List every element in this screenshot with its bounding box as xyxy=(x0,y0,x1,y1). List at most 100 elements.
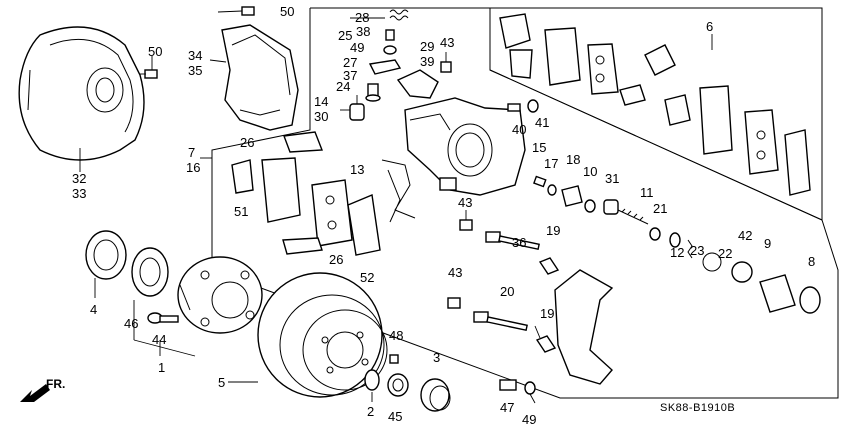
callout-1: 1 xyxy=(158,360,165,375)
callout-51: 51 xyxy=(234,204,248,219)
callout-8: 8 xyxy=(808,254,815,269)
bolt-43-top xyxy=(440,52,452,73)
callout-3: 3 xyxy=(433,350,440,365)
caliper-body xyxy=(404,97,526,196)
callout-31: 31 xyxy=(605,171,619,186)
callout-35: 35 xyxy=(188,63,202,78)
bolt-47-49 xyxy=(499,379,536,395)
diagram-code: SK88-B1910B xyxy=(660,402,735,414)
brake-pads xyxy=(231,131,381,256)
parking-mechanism-parts xyxy=(533,175,821,314)
bolt-43-low xyxy=(447,297,461,309)
callout-20: 20 xyxy=(500,284,514,299)
callout-41: 41 xyxy=(535,115,549,130)
direction-label: FR. xyxy=(46,377,65,391)
callout-17: 17 xyxy=(544,156,558,171)
clip-13 xyxy=(381,159,416,223)
callout-42: 42 xyxy=(738,228,752,243)
callout-19-lower: 19 xyxy=(540,306,554,321)
callout-25: 25 xyxy=(338,28,352,43)
callout-26-bottom: 26 xyxy=(329,252,343,267)
callout-33: 33 xyxy=(72,186,86,201)
bolt-43-mid xyxy=(459,210,473,231)
callout-48: 48 xyxy=(389,328,403,343)
spring-28 xyxy=(389,9,409,21)
callout-10: 10 xyxy=(583,164,597,179)
callout-43-low: 43 xyxy=(448,265,462,280)
backing-plate xyxy=(18,26,145,161)
callout-7: 7 xyxy=(188,145,195,160)
brake-disc-5 xyxy=(257,272,388,398)
callout-45: 45 xyxy=(388,409,402,424)
hub-bolt-44 xyxy=(147,312,179,324)
bleeder-40-41 xyxy=(507,99,539,113)
callout-22: 22 xyxy=(718,246,732,261)
pin-24-37 xyxy=(365,83,381,102)
cap-3 xyxy=(420,378,451,412)
leader-lines xyxy=(79,17,713,404)
callout-47: 47 xyxy=(500,400,514,415)
slide-pin-36 xyxy=(485,231,540,251)
callout-29: 29 xyxy=(420,39,434,54)
callout-46: 46 xyxy=(124,316,138,331)
callout-9: 9 xyxy=(764,236,771,251)
callout-38: 38 xyxy=(356,24,370,39)
callout-49-bottom: 49 xyxy=(522,412,536,427)
callout-16: 16 xyxy=(186,160,200,175)
callout-50-top: 50 xyxy=(280,4,294,19)
callout-24: 24 xyxy=(336,79,350,94)
bearing-46 xyxy=(131,247,169,297)
wheel-hub-1 xyxy=(177,256,263,334)
caliper-group-box xyxy=(211,7,839,399)
bolt-50-left xyxy=(140,69,158,79)
callout-40: 40 xyxy=(512,122,526,137)
bolt-50-top xyxy=(217,6,255,16)
front-direction-arrow xyxy=(20,384,50,402)
boot-19-lower xyxy=(535,335,557,353)
screw-48 xyxy=(389,354,399,364)
callout-50-left: 50 xyxy=(148,44,162,59)
callout-12: 12 xyxy=(670,245,684,260)
callout-18: 18 xyxy=(566,152,580,167)
caliper-bracket xyxy=(554,269,614,385)
oil-seal-4 xyxy=(85,230,127,280)
callout-44: 44 xyxy=(152,332,166,347)
nut-45 xyxy=(387,373,409,397)
piston-14-30 xyxy=(349,95,365,121)
boot-19-upper xyxy=(538,257,560,275)
splash-guard xyxy=(221,24,299,131)
callout-32: 32 xyxy=(72,171,86,186)
callout-15: 15 xyxy=(532,140,546,155)
callout-52: 52 xyxy=(360,270,374,285)
callout-26-top: 26 xyxy=(240,135,254,150)
slide-pin-20 xyxy=(473,311,528,332)
callout-2: 2 xyxy=(367,404,374,419)
callout-5: 5 xyxy=(218,375,225,390)
callout-43-top: 43 xyxy=(440,35,454,50)
callout-39: 39 xyxy=(420,54,434,69)
pad-kit-items xyxy=(499,13,811,196)
callout-21: 21 xyxy=(653,201,667,216)
washer-49 xyxy=(383,45,397,55)
callout-14: 14 xyxy=(314,94,328,109)
callout-34: 34 xyxy=(188,48,202,63)
callout-4: 4 xyxy=(90,302,97,317)
callout-28: 28 xyxy=(355,10,369,25)
callout-37: 37 xyxy=(343,68,357,83)
callout-19-upper: 19 xyxy=(546,223,560,238)
clip-27 xyxy=(368,59,402,75)
bracket-29 xyxy=(396,69,439,99)
sleeve-38 xyxy=(385,29,395,41)
callout-6: 6 xyxy=(706,19,713,34)
callout-23: 23 xyxy=(690,243,704,258)
washer-2 xyxy=(364,369,380,391)
callout-49-top: 49 xyxy=(350,40,364,55)
callout-27: 27 xyxy=(343,55,357,70)
callout-13: 13 xyxy=(350,162,364,177)
callout-36: 36 xyxy=(512,235,526,250)
callout-11: 11 xyxy=(640,185,654,200)
callout-labels: 50 50 34 35 32 33 28 38 25 49 27 37 24 1… xyxy=(72,4,815,427)
callout-43-mid: 43 xyxy=(458,195,472,210)
callout-30: 30 xyxy=(314,109,328,124)
